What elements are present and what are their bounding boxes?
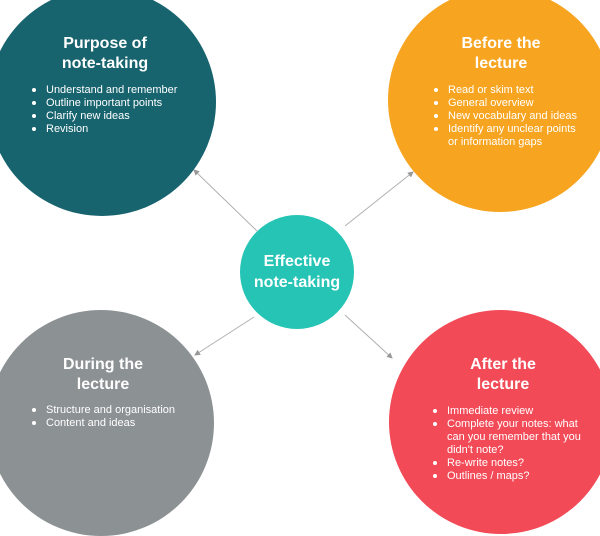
before-lecture-title: Before the lecture [461, 35, 541, 72]
arrow-to-after [344, 314, 393, 359]
list-item: Re-write notes? [433, 457, 595, 470]
after-lecture-list: Immediate review Complete your notes: wh… [433, 405, 595, 483]
purpose-title: Purpose of note-taking [61, 35, 149, 72]
arrow-to-during [194, 316, 255, 356]
list-item: Understand and remember [32, 84, 182, 97]
list-item: General overview [434, 97, 588, 110]
after-lecture-title: After the lecture [470, 356, 536, 393]
center-title: Effective note-taking [253, 253, 341, 291]
purpose-list: Understand and remember Outline importan… [32, 84, 182, 136]
list-item: Outlines / maps? [433, 470, 595, 483]
arrow-to-before [344, 171, 414, 227]
before-lecture-circle: Before the lecture Read or skim text Gen… [388, 0, 600, 212]
during-lecture-circle: During the lecture Structure and organis… [0, 310, 214, 536]
center-circle: Effective note-taking [240, 215, 354, 329]
list-item: Revision [32, 123, 182, 136]
purpose-circle: Purpose of note-taking Understand and re… [0, 0, 216, 216]
list-item: Outline important points [32, 97, 182, 110]
list-item: Structure and organisation [32, 404, 192, 417]
connector-arrows [193, 169, 414, 359]
list-item: Content and ideas [32, 417, 192, 430]
during-lecture-list: Structure and organisation Content and i… [32, 404, 192, 430]
list-item: Complete your notes: what can you rememb… [433, 418, 595, 457]
arrow-to-purpose [193, 169, 258, 232]
during-lecture-title: During the lecture [63, 356, 143, 393]
list-item: Immediate review [433, 405, 595, 418]
list-item: Identify any unclear points or informati… [434, 123, 588, 149]
before-lecture-list: Read or skim text General overview New v… [434, 84, 588, 149]
list-item: New vocabulary and ideas [434, 110, 588, 123]
list-item: Read or skim text [434, 84, 588, 97]
list-item: Clarify new ideas [32, 110, 182, 123]
after-lecture-circle: After the lecture Immediate review Compl… [389, 310, 600, 534]
